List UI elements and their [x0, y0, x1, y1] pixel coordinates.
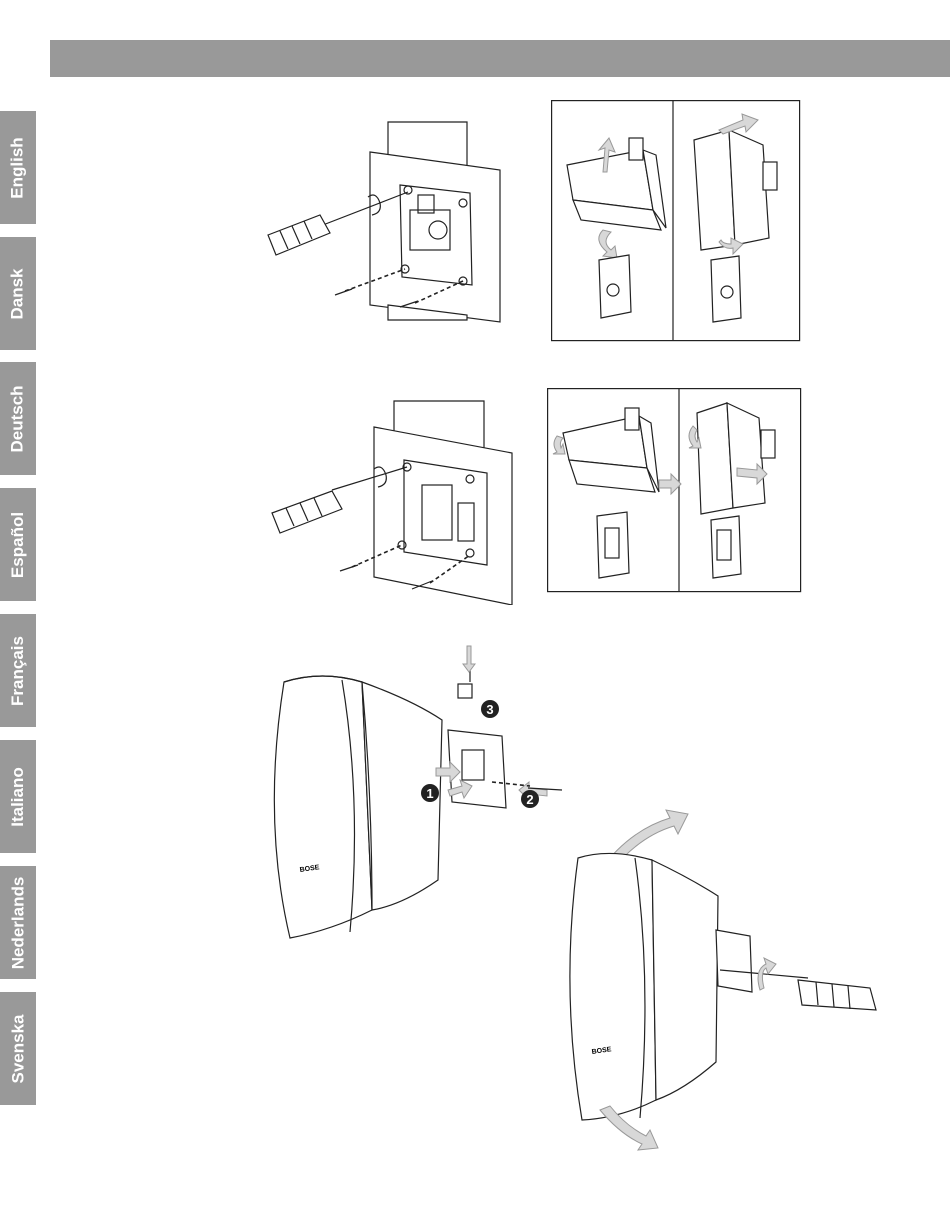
speaker-adjust-illustration: BOSE — [560, 800, 890, 1160]
wall-mount-illustration-2 — [262, 395, 518, 605]
orientation-panel-2 — [547, 388, 802, 593]
tab-italiano[interactable]: Italiano — [0, 740, 36, 853]
tab-espanol[interactable]: Español — [0, 488, 36, 601]
tab-svenska-label: Svenska — [8, 1014, 28, 1083]
tab-francais-label: Français — [8, 636, 28, 706]
tab-dansk-label: Dansk — [8, 268, 28, 319]
tab-english[interactable]: English — [0, 111, 36, 224]
tab-italiano-label: Italiano — [8, 767, 28, 827]
step-2-marker: 2 — [526, 792, 533, 807]
wall-mount-illustration-1 — [260, 115, 510, 325]
tab-nederlands[interactable]: Nederlands — [0, 866, 36, 979]
speaker-assembly-illustration: BOSE 1 2 3 — [262, 640, 582, 950]
step-1-marker: 1 — [426, 786, 433, 801]
tab-espanol-label: Español — [8, 511, 28, 577]
step-3-marker: 3 — [486, 702, 493, 717]
tab-deutsch[interactable]: Deutsch — [0, 362, 36, 475]
tab-svenska[interactable]: Svenska — [0, 992, 36, 1105]
orientation-panel-1 — [551, 100, 801, 342]
tab-english-label: English — [8, 137, 28, 198]
tab-dansk[interactable]: Dansk — [0, 237, 36, 350]
tab-nederlands-label: Nederlands — [8, 876, 28, 969]
tab-deutsch-label: Deutsch — [8, 385, 28, 452]
tab-francais[interactable]: Français — [0, 614, 36, 727]
header-bar — [50, 40, 950, 77]
